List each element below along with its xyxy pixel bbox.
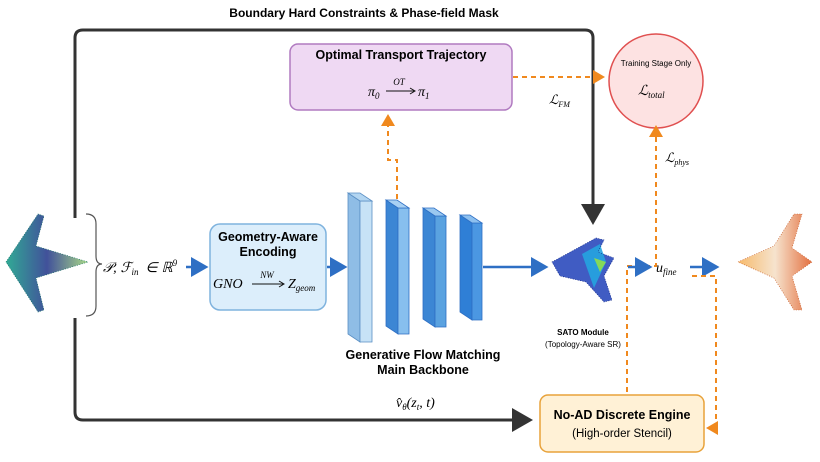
- total-loss-symbol: ℒtotal: [638, 84, 665, 100]
- input-set-label: 𝒫, ℱin ∈ ℝ9: [103, 258, 178, 278]
- gno-arrow-label: NW: [259, 270, 275, 280]
- noad-engine-title: No-AD Discrete Engine: [554, 408, 691, 422]
- input-wing-pointcloud: [5, 213, 90, 313]
- geometry-encoding-box: [209, 223, 327, 311]
- boundary-constraints-label: Boundary Hard Constraints & Phase-field …: [229, 6, 499, 20]
- backbone-layer-4: [458, 214, 484, 321]
- noad-engine-subtitle: (High-order Stencil): [572, 428, 672, 440]
- bottom-constraint-arrow: [73, 318, 533, 432]
- sato-subtitle: (Topology-Aware SR): [545, 340, 621, 349]
- ot-arrow-label: OT: [393, 77, 405, 87]
- backbone-layer-3: [421, 207, 448, 328]
- gno-formula: GNO: [213, 277, 243, 292]
- loss-phys-label: ℒphys: [665, 150, 689, 167]
- u-fine-label: ufine: [656, 261, 677, 277]
- sato-title: SATO Module: [557, 328, 609, 337]
- backbone-to-ot-dashed: [381, 114, 398, 199]
- training-stage-caption: Training Stage Only: [621, 59, 691, 68]
- backbone-layer-2: [384, 199, 411, 335]
- loss-fm-label: ℒFM: [549, 92, 571, 109]
- boundary-constraint-arrow: [73, 28, 605, 225]
- optimal-transport-title: Optimal Transport Trajectory: [316, 48, 487, 62]
- ot-formula-right: π1: [418, 85, 430, 101]
- zgeom-formula: Zgeom: [288, 277, 316, 293]
- noad-engine-box: [539, 394, 705, 453]
- backbone-label-1: Generative Flow Matching: [346, 348, 501, 362]
- input-brace: [85, 213, 103, 317]
- backbone-layer-1: [346, 192, 374, 343]
- backbone-layers: [346, 192, 484, 343]
- ufine-to-noad-dashed: [692, 275, 718, 435]
- velocity-formula: v̂θ(zt, t): [396, 396, 435, 412]
- sato-pointcloud: [551, 237, 615, 303]
- ot-formula-left: π0: [368, 85, 380, 101]
- optimal-transport-box: [289, 43, 513, 111]
- output-wing-pointcloud: [737, 213, 813, 311]
- total-loss-circle: [608, 33, 704, 129]
- geometry-encoding-title-2: Encoding: [240, 245, 297, 259]
- geometry-encoding-title-1: Geometry-Aware: [218, 230, 318, 244]
- phys-loss-dashed: [627, 125, 663, 267]
- backbone-label-2: Main Backbone: [377, 363, 469, 377]
